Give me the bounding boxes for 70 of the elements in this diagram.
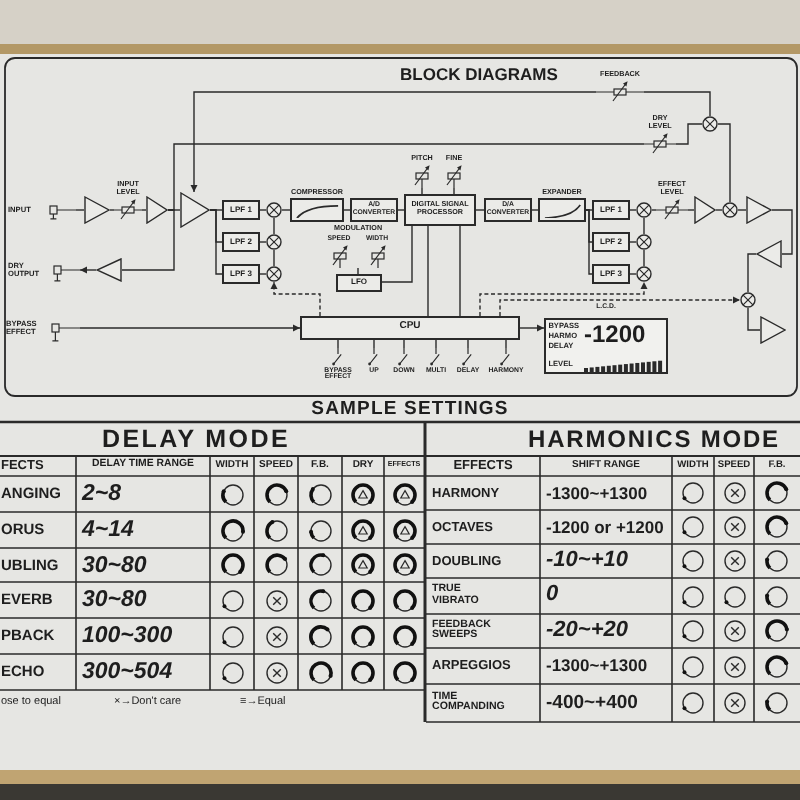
signal-line [643,249,645,267]
display-digits: -1200 [584,321,646,345]
signal-line [453,187,455,195]
signal-line [421,187,423,195]
signal-line [717,123,731,203]
dashed-arrow [499,296,741,317]
signal-line [643,217,645,235]
signal-line [505,339,507,349]
signal-line [629,273,637,275]
signal-line [337,339,339,349]
signal-line [435,339,437,349]
range-value: 0 [546,584,559,608]
signal-line [141,209,147,211]
signal-line [273,249,275,267]
section-title: SAMPLE SETTINGS [311,399,509,421]
signal-line [373,339,375,349]
signal-line [209,209,223,275]
signal-line [343,209,351,211]
signal-line [259,209,267,211]
range-value: -1200 or +1200 [546,517,664,537]
signal-line [397,209,405,211]
signal-line [259,273,267,275]
range-value: 30~80 [82,552,147,578]
table-title: DELAY MODE [102,426,290,454]
signal-line [585,209,593,275]
range-value: -10~+10 [546,549,628,573]
signal-line [747,253,757,293]
range-value: -20~+20 [546,619,628,643]
range-value: -1300~+1300 [546,656,648,676]
dashed-arrow [479,281,648,317]
signal-line [357,267,359,275]
signal-line [403,339,405,349]
signal-line [585,209,593,211]
signal-line [475,209,485,211]
signal-arrow [79,266,97,274]
signal-line [771,209,793,255]
signal-line [121,209,175,271]
signal-line [109,209,115,211]
range-value: 4~14 [82,517,134,543]
signal-line [629,241,637,243]
signal-line [273,217,275,235]
signal-line [459,225,461,317]
range-value: -400~+400 [546,692,638,714]
signal-arrow [190,91,597,193]
signal-line [259,241,267,243]
range-value: -1300~+1300 [546,483,648,503]
signal-line [715,209,723,211]
signal-line [281,209,291,211]
signal-line [747,307,761,331]
range-value: 30~80 [82,587,147,613]
dashed-arrow [270,281,321,317]
signal-line [629,209,637,211]
signal-line [643,91,711,117]
range-value: 100~300 [82,623,173,649]
signal-arrow [519,324,545,332]
signal-line [531,209,539,211]
table-title: HARMONICS MODE [528,427,780,453]
signal-line [737,209,747,211]
signal-line [687,209,695,211]
signal-line [167,143,645,211]
range-value: 2~8 [82,481,122,507]
range-value: 300~504 [82,659,173,685]
signal-line [427,225,429,317]
signal-line [381,225,413,283]
signal-line [467,339,469,349]
signal-line [651,209,657,211]
signal-line [675,123,703,145]
signal-line [75,209,85,211]
diagram-title: BLOCK DIAGRAMS [400,65,558,82]
signal-arrow [79,324,301,332]
